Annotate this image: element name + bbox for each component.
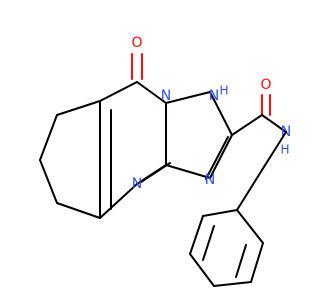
carbonyl-group: O	[131, 35, 143, 80]
bond	[261, 114, 287, 133]
bond	[202, 225, 215, 261]
triazole-ring: N N H N N	[132, 84, 233, 192]
bond	[140, 162, 171, 183]
bond	[165, 91, 211, 104]
bond	[209, 134, 233, 179]
molecule-canvas: O N N H N N O N H	[39, 35, 292, 287]
amide-oxygen-label: O	[260, 77, 271, 93]
bond	[99, 81, 138, 102]
pyrimidinone-ring	[99, 81, 171, 219]
bond	[209, 91, 233, 136]
bond	[189, 253, 215, 287]
bond	[39, 159, 58, 204]
bond	[231, 114, 263, 136]
triazole-nh-hydrogen-label: H	[219, 84, 228, 98]
bridge-n-label: N	[161, 88, 171, 104]
bond	[205, 136, 229, 180]
triazole-nh-label: N	[209, 88, 219, 104]
triazole-n-bottom-label: N	[205, 172, 215, 188]
carbonyl-oxygen-label: O	[131, 35, 142, 51]
bond	[261, 131, 287, 171]
amide-nh-hydrogen-label: H	[280, 143, 289, 157]
pyrimidine-n-bottom-label: N	[132, 176, 142, 192]
bond	[56, 100, 101, 116]
bond	[236, 209, 264, 244]
cyclopentane-ring	[39, 100, 101, 219]
benzyl-group	[189, 131, 287, 287]
bond	[189, 215, 204, 255]
molecule-structure: O N N H N N O N H	[39, 35, 291, 287]
bond	[56, 202, 101, 219]
bond	[236, 169, 263, 211]
bond	[213, 281, 252, 287]
bond	[250, 242, 264, 283]
bond	[99, 183, 138, 219]
amide-group: O N H	[231, 77, 291, 157]
bond	[235, 244, 247, 278]
bond	[39, 114, 58, 161]
bond	[202, 209, 238, 217]
bond	[165, 164, 211, 179]
bond	[136, 81, 167, 104]
